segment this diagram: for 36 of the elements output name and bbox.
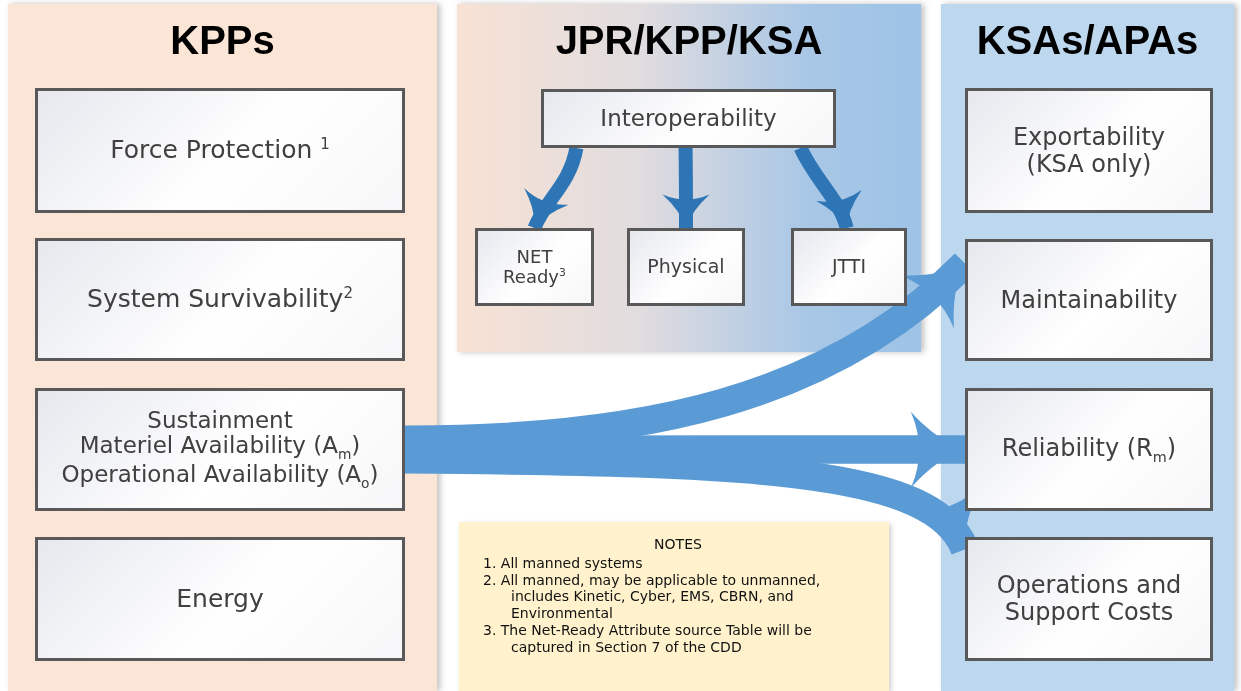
note-item: 2. All manned, may be applicable to unmanned, includes Kinetic, Cyber, EMS, CBRN, and Environmental (483, 571, 822, 622)
column-panel (941, 4, 1234, 691)
requirement-box (791, 228, 907, 306)
requirement-box (965, 388, 1213, 511)
box-label: NET Ready$^{3}$ (502, 246, 567, 288)
requirement-box (627, 228, 745, 306)
note-item: 3. The Net-Ready Attribute source Table will be captured in Section 7 of the CDD (483, 622, 813, 656)
box-label: Sustainment (147, 407, 293, 434)
requirement-box (475, 228, 594, 306)
requirement-box (965, 88, 1213, 213)
requirement-box (35, 537, 405, 661)
box-label: Force Protection $^{1}$ (110, 136, 330, 165)
requirement-box (35, 88, 405, 213)
panel-heading: JPR/KPP/KSA (554, 18, 824, 63)
column-panel (8, 4, 437, 691)
requirement-box (541, 89, 836, 148)
box-label: Energy (176, 585, 264, 613)
column-panel (457, 4, 921, 352)
box-label: JTTI (831, 256, 867, 278)
box-label: System Survivability$^{2}$ (87, 285, 353, 314)
box-label: Physical (647, 256, 725, 278)
notes-heading: NOTES (653, 536, 703, 553)
box-label: Materiel Availability (A$_{m}$) Operational Availability (A$_{o}$) (60, 433, 380, 492)
note-item: 1. All manned systems (483, 554, 644, 572)
box-label: Maintainability (1000, 286, 1178, 314)
box-label: Exportability (KSA only) (1011, 123, 1167, 178)
requirement-box (965, 537, 1213, 661)
requirement-box (35, 388, 405, 511)
panel-heading: KSAs/APAs (975, 18, 1200, 63)
box-label: Reliability (R$_{m}$) (1001, 434, 1177, 465)
requirement-box (35, 238, 405, 361)
box-label: Operations and Support Costs (995, 572, 1183, 626)
notes-box (459, 522, 889, 691)
panel-heading: KPPs (169, 18, 276, 63)
requirement-box (965, 239, 1213, 361)
box-label: Interoperability (600, 105, 777, 132)
